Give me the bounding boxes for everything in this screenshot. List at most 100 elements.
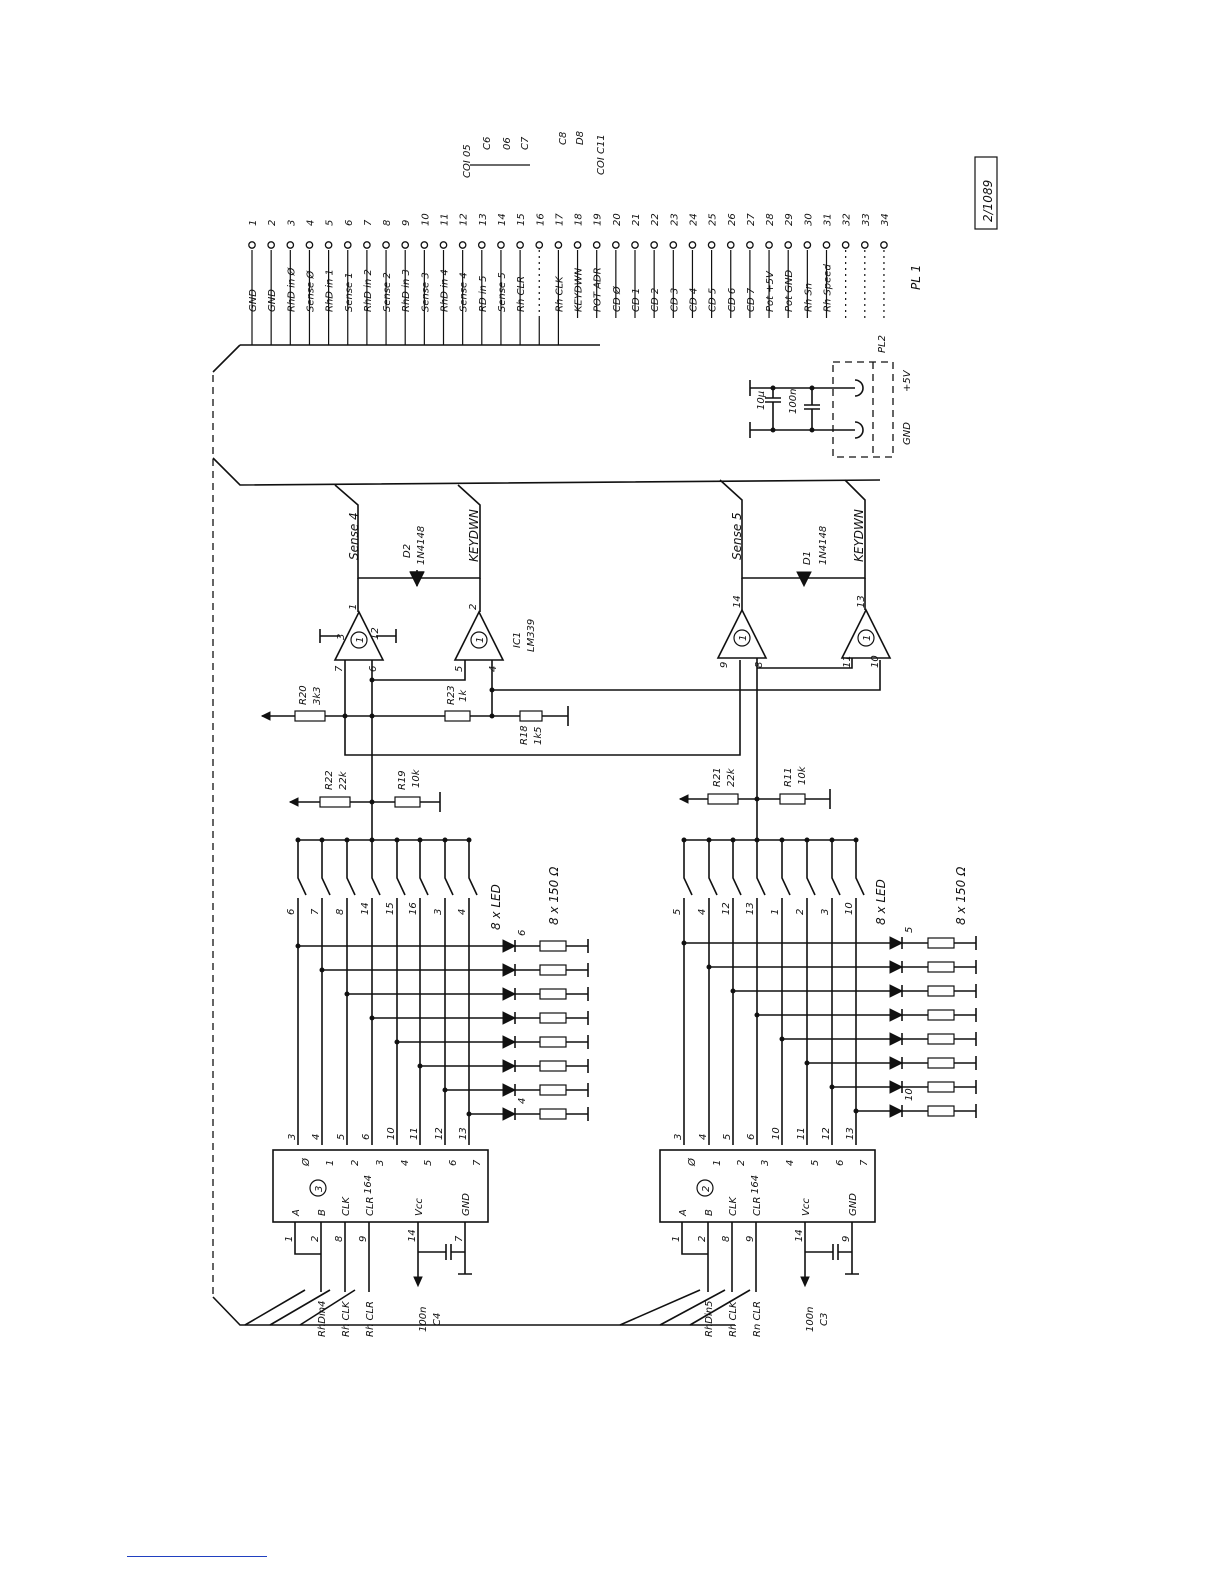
pl1-pin-circle (458, 241, 467, 249)
sr-input-label: B (704, 1209, 715, 1216)
r21-value: 22k (726, 767, 737, 787)
led-resistor (927, 961, 955, 973)
pl1-pin-number: 16 (535, 213, 546, 226)
sr-output-label: 7 (859, 1159, 870, 1166)
pl1-pin-circle (382, 241, 390, 249)
pl1-pin-circle (688, 241, 697, 249)
pl1-pin-circle (497, 241, 505, 249)
pl1-pin-number: 32 (842, 213, 853, 226)
pl1-signal-label: Sense 5 (497, 272, 508, 312)
key-switch (346, 840, 356, 896)
pl1-pin-number: 13 (478, 213, 489, 226)
comparator-pin: 4 (488, 666, 499, 672)
ic1-ref: IC1 (512, 632, 523, 648)
pl1-signal-label: RhD in 3 (401, 269, 412, 312)
sr-output-label: 5 (423, 1160, 434, 1166)
pl1-pin-row: 16 (535, 213, 546, 345)
pl1-pin-circle (439, 241, 448, 249)
pl1-pin-circle (650, 241, 659, 249)
sr-output-label: 3 (760, 1160, 771, 1166)
sr-output-label: 4 (400, 1160, 411, 1166)
led-diode (502, 1107, 517, 1121)
sr-pin-number: 4 (698, 1134, 709, 1140)
pl1-pin-circle (841, 241, 850, 249)
sr-vcc-pin: 14 (794, 1229, 805, 1242)
pl1-signal-label: Rh Sn (803, 283, 814, 312)
sr-vcc-arrow (800, 1276, 810, 1288)
pl1-signal-label: CD Ø (611, 285, 623, 312)
led-resistor-wire (515, 1035, 589, 1049)
sr-input-pin: 2 (697, 1236, 708, 1242)
key-switch (756, 840, 766, 896)
sr-output-label: 7 (472, 1159, 483, 1166)
pl1-signal-label: GND (267, 289, 278, 312)
led-resistor (539, 1012, 567, 1024)
sr-vcc-label: Vcc (414, 1198, 425, 1216)
sr-part: 164 (750, 1175, 761, 1194)
sr-output-label: Ø (300, 1157, 312, 1167)
sr-unit-circle (696, 1179, 714, 1197)
sr-input-pin: 1 (284, 1236, 295, 1242)
r19-value: 10k (411, 768, 422, 788)
pl1-pin-number: 9 (401, 220, 412, 226)
pl1-pin-row: CD 222 (650, 213, 661, 318)
sr-output-label: 2 (350, 1160, 361, 1166)
pl1-pin-number: 5 (325, 220, 336, 226)
sr-input-pin: 9 (358, 1236, 369, 1242)
led-resistor-wire (515, 1011, 589, 1025)
pl1-pin-circle (822, 241, 831, 249)
sr-unit-number: 3 (314, 1186, 325, 1192)
led-last-label: 10 (904, 1088, 915, 1101)
pl1-pin-row: RD in 5 13 (478, 213, 489, 345)
led-diode (502, 1083, 517, 1097)
pl1-signal-label: CD 1 (631, 288, 642, 312)
pl1-pin-circle (477, 241, 486, 249)
pl1-signal-label: RhD in 1 (325, 269, 336, 312)
pl1-signal-label: RD in 5 (478, 276, 489, 312)
sense5-label: Sense 5 (730, 512, 744, 560)
pl1-pin-number: 10 (420, 213, 431, 226)
led-resistor-wire (902, 936, 977, 950)
comparator-unit-mark: 1 (355, 637, 366, 643)
led-diode (502, 1059, 517, 1073)
comparator-pin: 6 (368, 666, 379, 672)
led-diode (889, 984, 904, 998)
sr-input-label: CLR (365, 1196, 376, 1216)
sr-pin-number: 6 (361, 1134, 372, 1140)
pl1-signal-label: Rh CLK (554, 275, 565, 312)
key-switch-label: 15 (385, 902, 396, 915)
drawing-number: 2/1089 (974, 156, 998, 230)
r11-ref: R11 (783, 767, 794, 787)
comparator-pin: 11 (842, 655, 853, 668)
sr-input-label: B (317, 1209, 328, 1216)
pl1-signal-label: Sense Ø (304, 270, 316, 312)
r19-ref: R19 (397, 770, 408, 790)
led-resistor (927, 985, 955, 997)
sr-input-label: CLK (728, 1195, 739, 1216)
sr-cap-value: 100n (418, 1307, 429, 1332)
key-switch (419, 840, 429, 896)
sr-unit-number: 2 (701, 1186, 712, 1192)
sr-vcc-pin: 14 (407, 1229, 418, 1242)
key-switch (781, 840, 791, 896)
pl1-pin-circle (267, 241, 275, 249)
comparator-pin: 2 (468, 604, 479, 610)
sr-input-label: CLR (752, 1196, 763, 1216)
led-diode (502, 1011, 517, 1025)
key-switch-label: 2 (795, 909, 806, 915)
r21-ref: R21 (712, 767, 723, 787)
r18-ref: R18 (519, 725, 530, 745)
comparator-lower: Sense 5 KEYDWN D1 1N4148 R21 22k R11 10k (678, 479, 892, 840)
pl1-pin-circle (880, 241, 888, 249)
led-resistor (539, 988, 567, 1000)
sr-pin-number: 10 (386, 1127, 397, 1140)
pl1-pin-row: 34 (880, 213, 891, 318)
comparator-pin: 3 (336, 634, 347, 640)
